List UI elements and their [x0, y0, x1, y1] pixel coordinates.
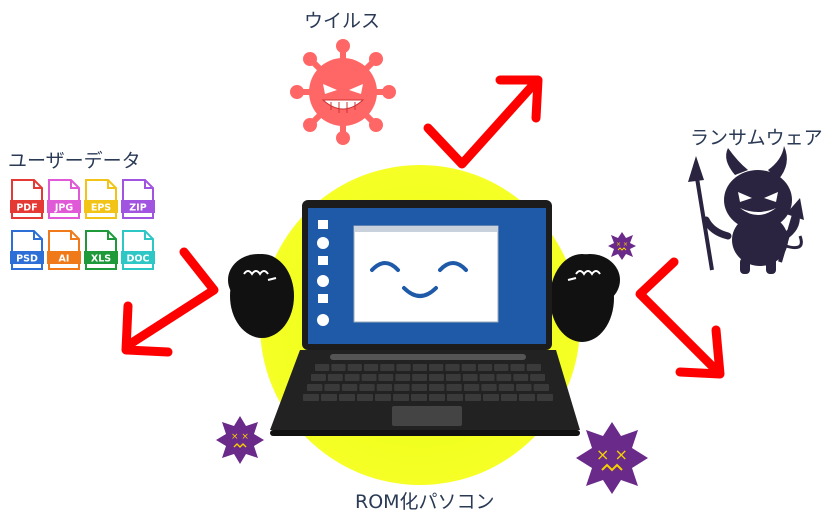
- fist-left: [228, 254, 294, 338]
- fist-right: [550, 254, 620, 342]
- devil-icon: [688, 146, 804, 274]
- file-icon-label: PSD: [16, 254, 38, 265]
- file-icon-jpg: JPG: [47, 180, 81, 218]
- file-icon-label: AI: [59, 254, 70, 265]
- arrow-top: [428, 80, 538, 164]
- file-icon-eps: EPS: [84, 180, 118, 218]
- file-icon-doc: DOC: [121, 231, 155, 269]
- svg-text:× ×: × ×: [596, 445, 628, 464]
- label-virus: ウイルス: [304, 6, 380, 33]
- germ-icon: × ×: [608, 232, 636, 260]
- label-user-data: ユーザーデータ: [8, 146, 141, 173]
- file-icon-label: DOC: [127, 254, 150, 265]
- file-icon-label: EPS: [91, 203, 111, 214]
- laptop: [228, 200, 620, 436]
- file-icon-label: ZIP: [129, 203, 146, 214]
- arrow-right: [640, 262, 720, 374]
- file-icon-psd: PSD: [10, 231, 44, 269]
- file-icon-label: XLS: [91, 254, 111, 265]
- label-rom-pc: ROM化パソコン: [355, 487, 495, 514]
- file-icon-ai: AI: [47, 231, 81, 269]
- virus-icon: [290, 39, 396, 145]
- svg-text:× ×: × ×: [616, 241, 628, 248]
- germ-icon: × ×: [216, 416, 264, 464]
- file-icon-xls: XLS: [84, 231, 118, 269]
- file-icon-grid: PDF JPG EPS ZIP PSD AI XLS DOC: [10, 180, 155, 269]
- file-icon-label: JPG: [54, 203, 73, 214]
- file-icon-label: PDF: [16, 203, 37, 214]
- file-icon-zip: ZIP: [121, 180, 155, 218]
- svg-text:× ×: × ×: [231, 432, 249, 442]
- file-icon-pdf: PDF: [10, 180, 44, 218]
- germ-icon: × ×: [576, 422, 648, 494]
- label-ransomware: ランサムウェア: [690, 123, 823, 150]
